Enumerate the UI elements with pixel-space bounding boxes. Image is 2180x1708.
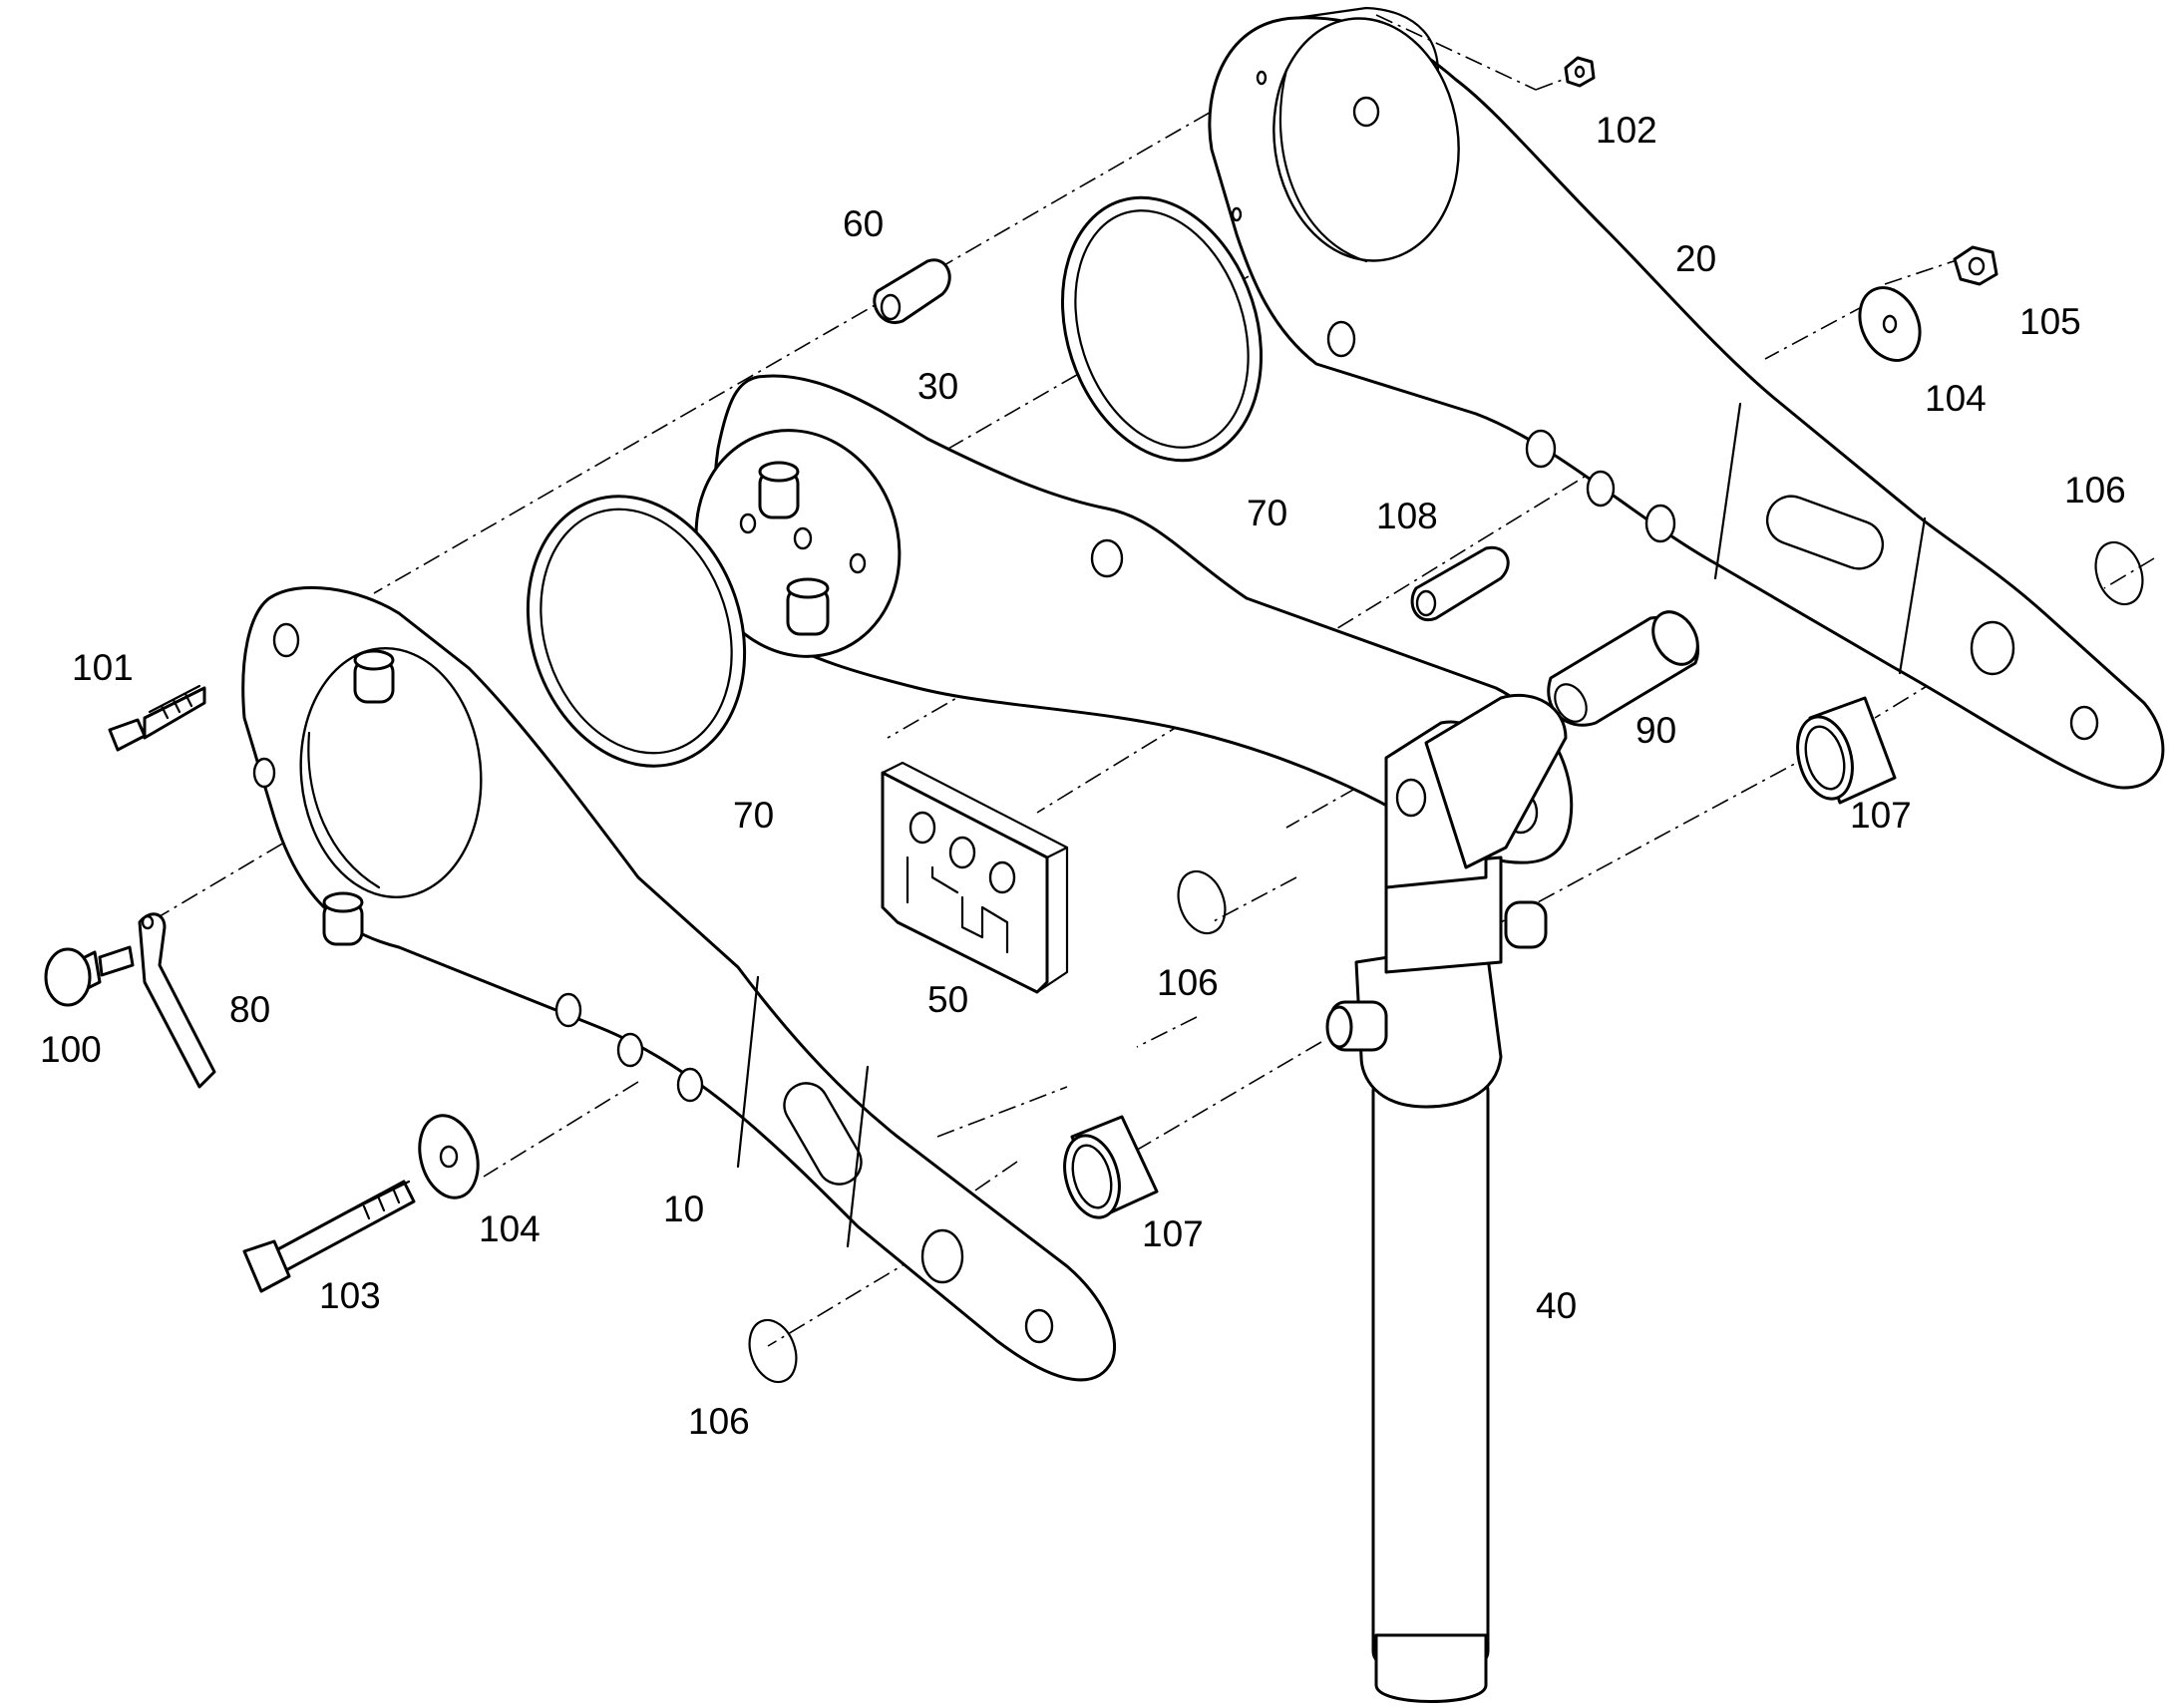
callout-100: 100 (40, 1029, 102, 1070)
part-108-sleeve (1410, 545, 1510, 622)
callout-108: 108 (1376, 496, 1438, 536)
callout-70: 70 (1247, 493, 1287, 533)
callout-60: 60 (843, 203, 884, 244)
callout-30: 30 (917, 366, 958, 407)
callout-labels: 102 60 20 105 30 104 70 108 106 101 90 7… (40, 110, 2126, 1442)
part-104-washer-lower (418, 1114, 480, 1199)
part-10-front-plate (241, 585, 1117, 1382)
callout-102: 102 (1596, 110, 1657, 151)
part-102-nut (1564, 56, 1596, 88)
part-101-bolt (108, 684, 206, 752)
callout-50: 50 (927, 979, 968, 1020)
callout-106: 106 (2064, 470, 2126, 511)
part-50-block (881, 761, 1069, 994)
part-106-circlip-lower (748, 1318, 798, 1384)
callout-10: 10 (663, 1189, 704, 1229)
callout-20: 20 (1675, 238, 1716, 279)
part-107-bushing-lower (1063, 1115, 1159, 1219)
part-105-nut (1953, 245, 1998, 286)
callout-105: 105 (2019, 301, 2081, 342)
callout-104: 104 (1925, 378, 1987, 419)
part-106-circlip-middle (1177, 869, 1227, 935)
part-60-sleeve (873, 258, 951, 324)
part-100-knob (44, 945, 135, 1007)
callout-107: 107 (1850, 795, 1912, 836)
callout-40: 40 (1536, 1285, 1577, 1326)
callout-90: 90 (1635, 710, 1676, 751)
part-107-bushing-upper (1796, 696, 1897, 805)
part-70-ring-upper (1060, 195, 1264, 463)
callout-80: 80 (229, 989, 270, 1030)
callout-101: 101 (72, 647, 134, 688)
part-106-circlip-upper (2094, 540, 2144, 606)
part-20-rear-plate (1208, 6, 2165, 790)
part-90-pin (1547, 610, 1700, 727)
part-70-ring-lower (526, 495, 747, 768)
part-103-bolt (242, 1180, 416, 1293)
callout-70: 70 (733, 795, 774, 836)
part-104-washer-upper (1858, 286, 1922, 362)
part-40-post (1325, 693, 1568, 1703)
part-80-lever (138, 912, 216, 1089)
callout-106: 106 (1157, 962, 1219, 1003)
callout-106: 106 (688, 1401, 750, 1442)
callout-107: 107 (1142, 1213, 1204, 1254)
callout-104: 104 (479, 1208, 541, 1249)
callout-103: 103 (319, 1275, 381, 1316)
